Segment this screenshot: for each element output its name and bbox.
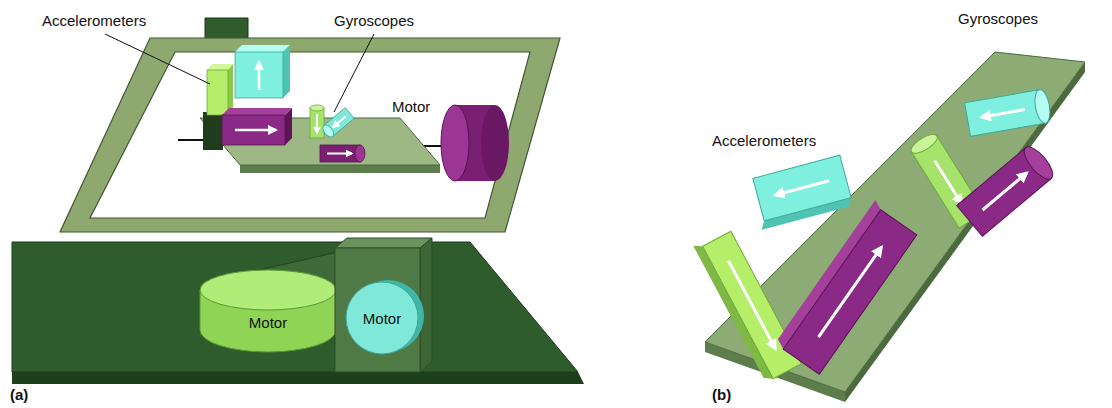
gimbal-bracket — [335, 238, 432, 248]
base-plate — [12, 372, 584, 384]
motor-cylinder — [346, 280, 424, 354]
stable-platform — [240, 165, 440, 173]
accelerometer-box — [207, 64, 233, 115]
gimbal-axis — [178, 139, 205, 141]
accelerometer-box — [235, 129, 276, 132]
accelerometer-box — [783, 210, 917, 374]
accelerometer-box — [748, 155, 853, 230]
gyroscope-cylinder — [320, 145, 365, 162]
part-label: Motor — [363, 310, 401, 327]
gyroscope-cylinder — [1019, 143, 1057, 184]
gyroscope-cylinder — [333, 116, 346, 127]
part-label: Motor — [392, 98, 430, 115]
gyroscope-cylinder — [316, 114, 318, 133]
accelerometer-box — [207, 70, 228, 115]
base-plate — [12, 242, 584, 384]
accelerometer-box — [283, 45, 290, 98]
accelerometer-box — [222, 115, 285, 145]
panel-letter: (a) — [10, 386, 28, 403]
gyroscope-cylinder — [321, 108, 355, 139]
part-label: Accelerometers — [42, 12, 146, 29]
accelerometer-box — [753, 155, 851, 221]
gyroscope-cylinder — [965, 90, 1046, 137]
gyroscope-cylinder — [310, 108, 324, 138]
gimbal-ring — [60, 38, 560, 232]
accelerometer-box — [285, 108, 292, 145]
accelerometer-box — [818, 247, 881, 337]
accelerometer-box — [222, 108, 292, 115]
gyroscope-cylinder — [981, 110, 1024, 118]
accelerometer-box — [235, 52, 283, 98]
accelerometer-box — [775, 181, 829, 195]
motor-cylinder — [481, 105, 509, 181]
gimbal-ring — [60, 38, 560, 232]
gyroscope-cylinder — [320, 145, 360, 162]
gimbal-bracket — [335, 248, 420, 372]
base-plate — [12, 242, 578, 372]
motor-cylinder — [441, 105, 509, 181]
motor-cylinder — [200, 270, 336, 352]
gyroscope-cylinder — [908, 131, 940, 157]
leader-line — [105, 34, 210, 84]
accelerometer-box — [228, 64, 233, 115]
leader-line — [334, 34, 374, 112]
panel-letter: (b) — [712, 386, 731, 403]
accelerometer-box — [235, 45, 290, 52]
gyroscope-cylinder — [327, 153, 352, 155]
accelerometer-box — [693, 227, 801, 383]
accelerometer-box — [703, 231, 802, 378]
gyroscope-cylinder — [310, 105, 324, 138]
motor-cylinder — [346, 282, 418, 354]
part-label: Accelerometers — [712, 132, 816, 149]
gyroscope-cylinder — [983, 173, 1027, 210]
gimbal-axis — [424, 145, 443, 147]
leader-line — [105, 34, 374, 112]
part-label: Gyroscopes — [958, 10, 1038, 27]
motor-cylinder — [200, 270, 336, 310]
accelerometer-box — [775, 200, 920, 374]
accelerometer-box — [729, 261, 776, 349]
accelerometer-box — [222, 108, 292, 145]
gyroscope-cylinder — [965, 88, 1053, 136]
accelerometer-box — [235, 45, 290, 98]
gimbal-bracket — [335, 238, 432, 372]
gyroscope-cylinder — [355, 145, 365, 162]
gyroscope-cylinder — [935, 161, 962, 204]
stable-platform — [203, 112, 223, 150]
accelerometer-box — [258, 62, 261, 90]
part-label: Motor — [249, 314, 287, 331]
motor-cylinder — [441, 105, 469, 181]
gyroscope-cylinder — [957, 143, 1058, 237]
part-label: Gyroscopes — [334, 12, 414, 29]
gyroscope-cylinder — [310, 105, 324, 111]
gyroscope-cylinder — [1033, 88, 1053, 124]
